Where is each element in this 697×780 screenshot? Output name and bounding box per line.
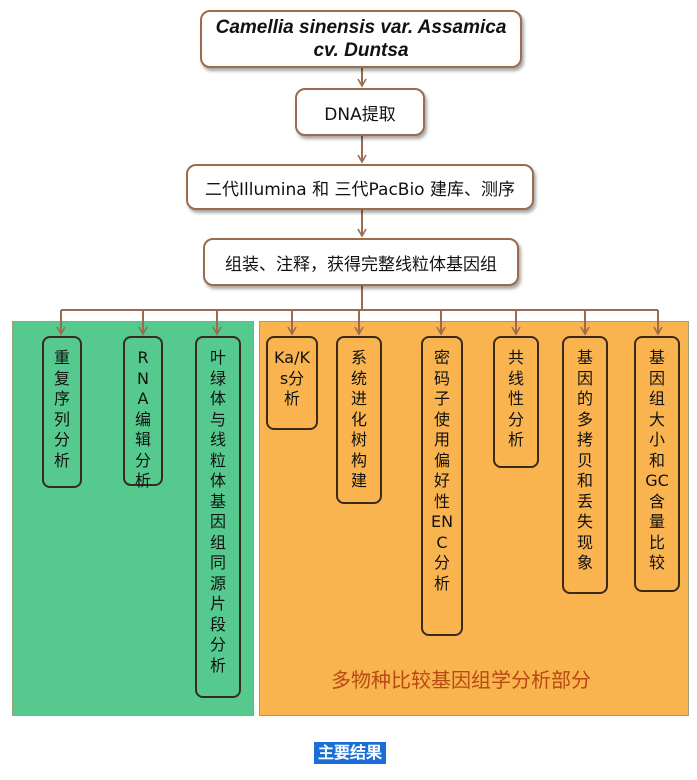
- analysis-box-codon-usage: 密码子使用偏好性ENC分析: [421, 336, 463, 636]
- analysis-box-genome-size-gc: 基因组大小和GC含量比较: [634, 336, 680, 592]
- analysis-label: 叶绿体与线粒体基因组同源片段分析: [209, 348, 226, 675]
- analysis-label: Ka/Ks分析: [274, 348, 310, 408]
- sequencing-node: 二代Illumina 和 三代PacBio 建库、测序: [186, 164, 534, 210]
- analysis-box-collinearity: 共线性分析: [493, 336, 539, 468]
- analysis-box-phylogenetic-tree: 系统进化树构建: [336, 336, 382, 504]
- main-results-badge: 主要结果: [314, 742, 387, 764]
- dna-extraction-node: DNA提取: [295, 88, 425, 136]
- species-node: Camellia sinensis var. Assamica cv. Dunt…: [200, 10, 522, 68]
- assembly-node: 组装、注释，获得完整线粒体基因组: [203, 238, 519, 286]
- analysis-label: 共线性分析: [507, 348, 524, 449]
- analysis-label: 系统进化树构建: [350, 348, 367, 490]
- analysis-label: 基因组大小和GC含量比较: [645, 348, 669, 572]
- analysis-label: 密码子使用偏好性ENC分析: [430, 348, 454, 593]
- comparative-genomics-panel: [259, 321, 689, 716]
- analysis-box-rna-editing: RNA编辑分析: [123, 336, 163, 490]
- comparative-genomics-label: 多物种比较基因组学分析部分: [331, 668, 591, 692]
- analysis-label: 基因的多拷贝和丢失现象: [576, 348, 593, 572]
- analysis-box-homologous-fragments: 叶绿体与线粒体基因组同源片段分析: [195, 336, 241, 698]
- analysis-label: RNA编辑分析: [134, 348, 151, 490]
- analysis-label: 重复序列分析: [53, 348, 70, 470]
- analysis-box-repeat-sequence: 重复序列分析: [42, 336, 82, 488]
- analysis-box-ka-ks: Ka/Ks分析: [266, 336, 318, 430]
- single-species-panel: [12, 321, 254, 716]
- analysis-box-gene-copy-loss: 基因的多拷贝和丢失现象: [562, 336, 608, 594]
